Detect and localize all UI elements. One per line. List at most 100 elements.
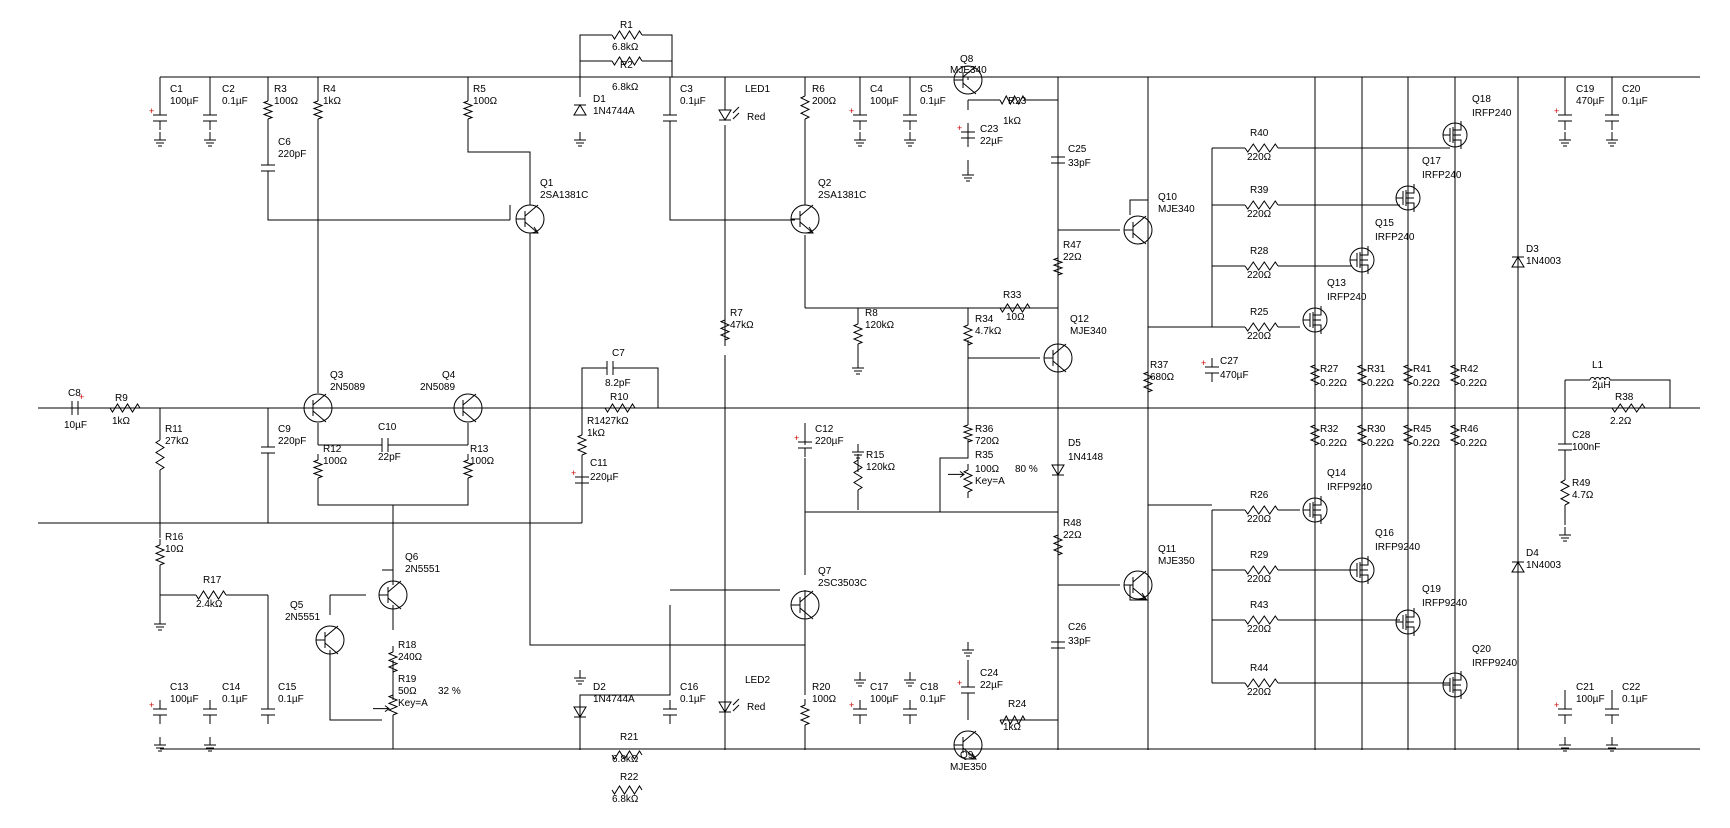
- R20-symbol: [799, 699, 811, 731]
- R26-symbol: [1244, 505, 1279, 515]
- C12-symbol: +: [794, 433, 812, 457]
- R47-value: 22Ω: [1063, 252, 1082, 263]
- D5-symbol: [1051, 464, 1065, 476]
- Q6-ref: Q6: [405, 552, 419, 563]
- R6-ref: R6: [812, 84, 825, 95]
- C25-symbol: [1051, 148, 1065, 172]
- R43-ref: R43: [1250, 600, 1269, 611]
- C13-value: 100µF: [170, 694, 199, 705]
- R24-value: 1kΩ: [1003, 722, 1022, 733]
- R5-ref: R5: [473, 84, 486, 95]
- R48-ref: R48: [1063, 518, 1082, 529]
- Q12-ref: Q12: [1070, 314, 1089, 325]
- R49-value: 4.7Ω: [1572, 490, 1594, 501]
- R3-ref: R3: [274, 84, 287, 95]
- R32-ref: R32: [1320, 424, 1339, 435]
- svg-text:+: +: [79, 392, 84, 402]
- C18-symbol: [903, 700, 917, 724]
- D2-value: 1N4744A: [593, 694, 635, 705]
- C10-value: 22pF: [378, 452, 401, 463]
- R19-percent: 32 %: [438, 686, 461, 697]
- C11-value: 220µF: [590, 472, 619, 483]
- R25-ref: R25: [1250, 307, 1269, 318]
- svg-text:+: +: [149, 106, 154, 116]
- R28-symbol: [1244, 261, 1279, 271]
- L1-value: 2µH: [1592, 380, 1611, 391]
- R19-ref: R19: [398, 674, 417, 685]
- ground-icon: [1559, 527, 1571, 542]
- C13-ref: C13: [170, 682, 189, 693]
- svg-text:+: +: [794, 433, 799, 443]
- C4-value: 100µF: [870, 96, 899, 107]
- Q16-ref: Q16: [1375, 528, 1394, 539]
- C9-symbol: [261, 438, 275, 462]
- R35-value: 100Ω: [975, 464, 1000, 475]
- Q8-value: MJE340: [950, 65, 987, 76]
- svg-text:+: +: [571, 468, 576, 478]
- R5-symbol: [462, 95, 474, 125]
- Q5-ref: Q5: [290, 600, 304, 611]
- svg-text:+: +: [957, 123, 962, 133]
- R9-ref: R9: [115, 393, 128, 404]
- D2-symbol: [573, 706, 587, 718]
- R44-ref: R44: [1250, 663, 1269, 674]
- R37-symbol: [1142, 366, 1154, 398]
- Q10-value: MJE340: [1158, 204, 1195, 215]
- R15-symbol: [853, 454, 863, 496]
- R17-symbol: [195, 590, 227, 600]
- C1-value: 100µF: [170, 96, 199, 107]
- R27-value: 0.22Ω: [1320, 378, 1347, 389]
- C16-symbol: [663, 700, 677, 724]
- labels: C1 100µF C2 0.1µF R3 100Ω R4 1kΩ R5 100Ω…: [64, 20, 1648, 805]
- R38-ref: R38: [1615, 392, 1634, 403]
- Q20-ref: Q20: [1472, 644, 1491, 655]
- R41-symbol: [1402, 359, 1414, 391]
- R46-value: 0.22Ω: [1460, 438, 1487, 449]
- R34-symbol: [962, 319, 974, 351]
- Q10-symbol: [1123, 215, 1153, 245]
- R31-ref: R31: [1367, 364, 1386, 375]
- C18-ref: C18: [920, 682, 939, 693]
- R29-ref: R29: [1250, 550, 1269, 561]
- R37-value: 680Ω: [1150, 372, 1175, 383]
- C24-symbol: +: [957, 678, 975, 702]
- C27-value: 470µF: [1220, 370, 1249, 381]
- LED1-symbol: [718, 106, 740, 121]
- R29-value: 220Ω: [1247, 574, 1272, 585]
- C25-value: 33pF: [1068, 158, 1091, 169]
- C8-symbol: +: [65, 392, 85, 415]
- C23-value: 22µF: [980, 136, 1003, 147]
- R5-value: 100Ω: [473, 96, 498, 107]
- Q14-symbol: [1302, 496, 1328, 524]
- R3-value: 100Ω: [274, 96, 299, 107]
- C10-symbol: [375, 438, 395, 452]
- R12-ref: R12: [323, 444, 342, 455]
- ground-icon: [204, 737, 216, 752]
- C1-symbol: +: [149, 106, 167, 130]
- R35-ref: R35: [975, 450, 994, 461]
- Q9-symbol: [953, 730, 983, 760]
- C20-ref: C20: [1622, 84, 1641, 95]
- C27-ref: C27: [1220, 356, 1239, 367]
- Q17-symbol: [1395, 184, 1421, 212]
- R23-value: 1kΩ: [1003, 116, 1022, 127]
- R33-ref: R33: [1003, 290, 1022, 301]
- C3-value: 0.1µF: [680, 96, 706, 107]
- ground-icon: [154, 737, 166, 752]
- Q16-value: IRFP9240: [1375, 542, 1420, 553]
- Q3-symbol: [303, 393, 333, 423]
- C26-value: 33pF: [1068, 636, 1091, 647]
- C6-value: 220pF: [278, 149, 306, 160]
- R48-symbol: [1052, 529, 1064, 561]
- R27-ref: R27: [1320, 364, 1339, 375]
- Q3-value: 2N5089: [330, 382, 365, 393]
- svg-text:+: +: [1554, 700, 1559, 710]
- D4-symbol: [1511, 561, 1525, 573]
- ground-icon: [904, 672, 916, 687]
- ground-icon: [1606, 737, 1618, 752]
- R18-symbol: [387, 646, 399, 678]
- C2-value: 0.1µF: [222, 96, 248, 107]
- C7-value: 8.2pF: [605, 378, 631, 389]
- R36-symbol: [962, 419, 974, 448]
- C15-value: 0.1µF: [278, 694, 304, 705]
